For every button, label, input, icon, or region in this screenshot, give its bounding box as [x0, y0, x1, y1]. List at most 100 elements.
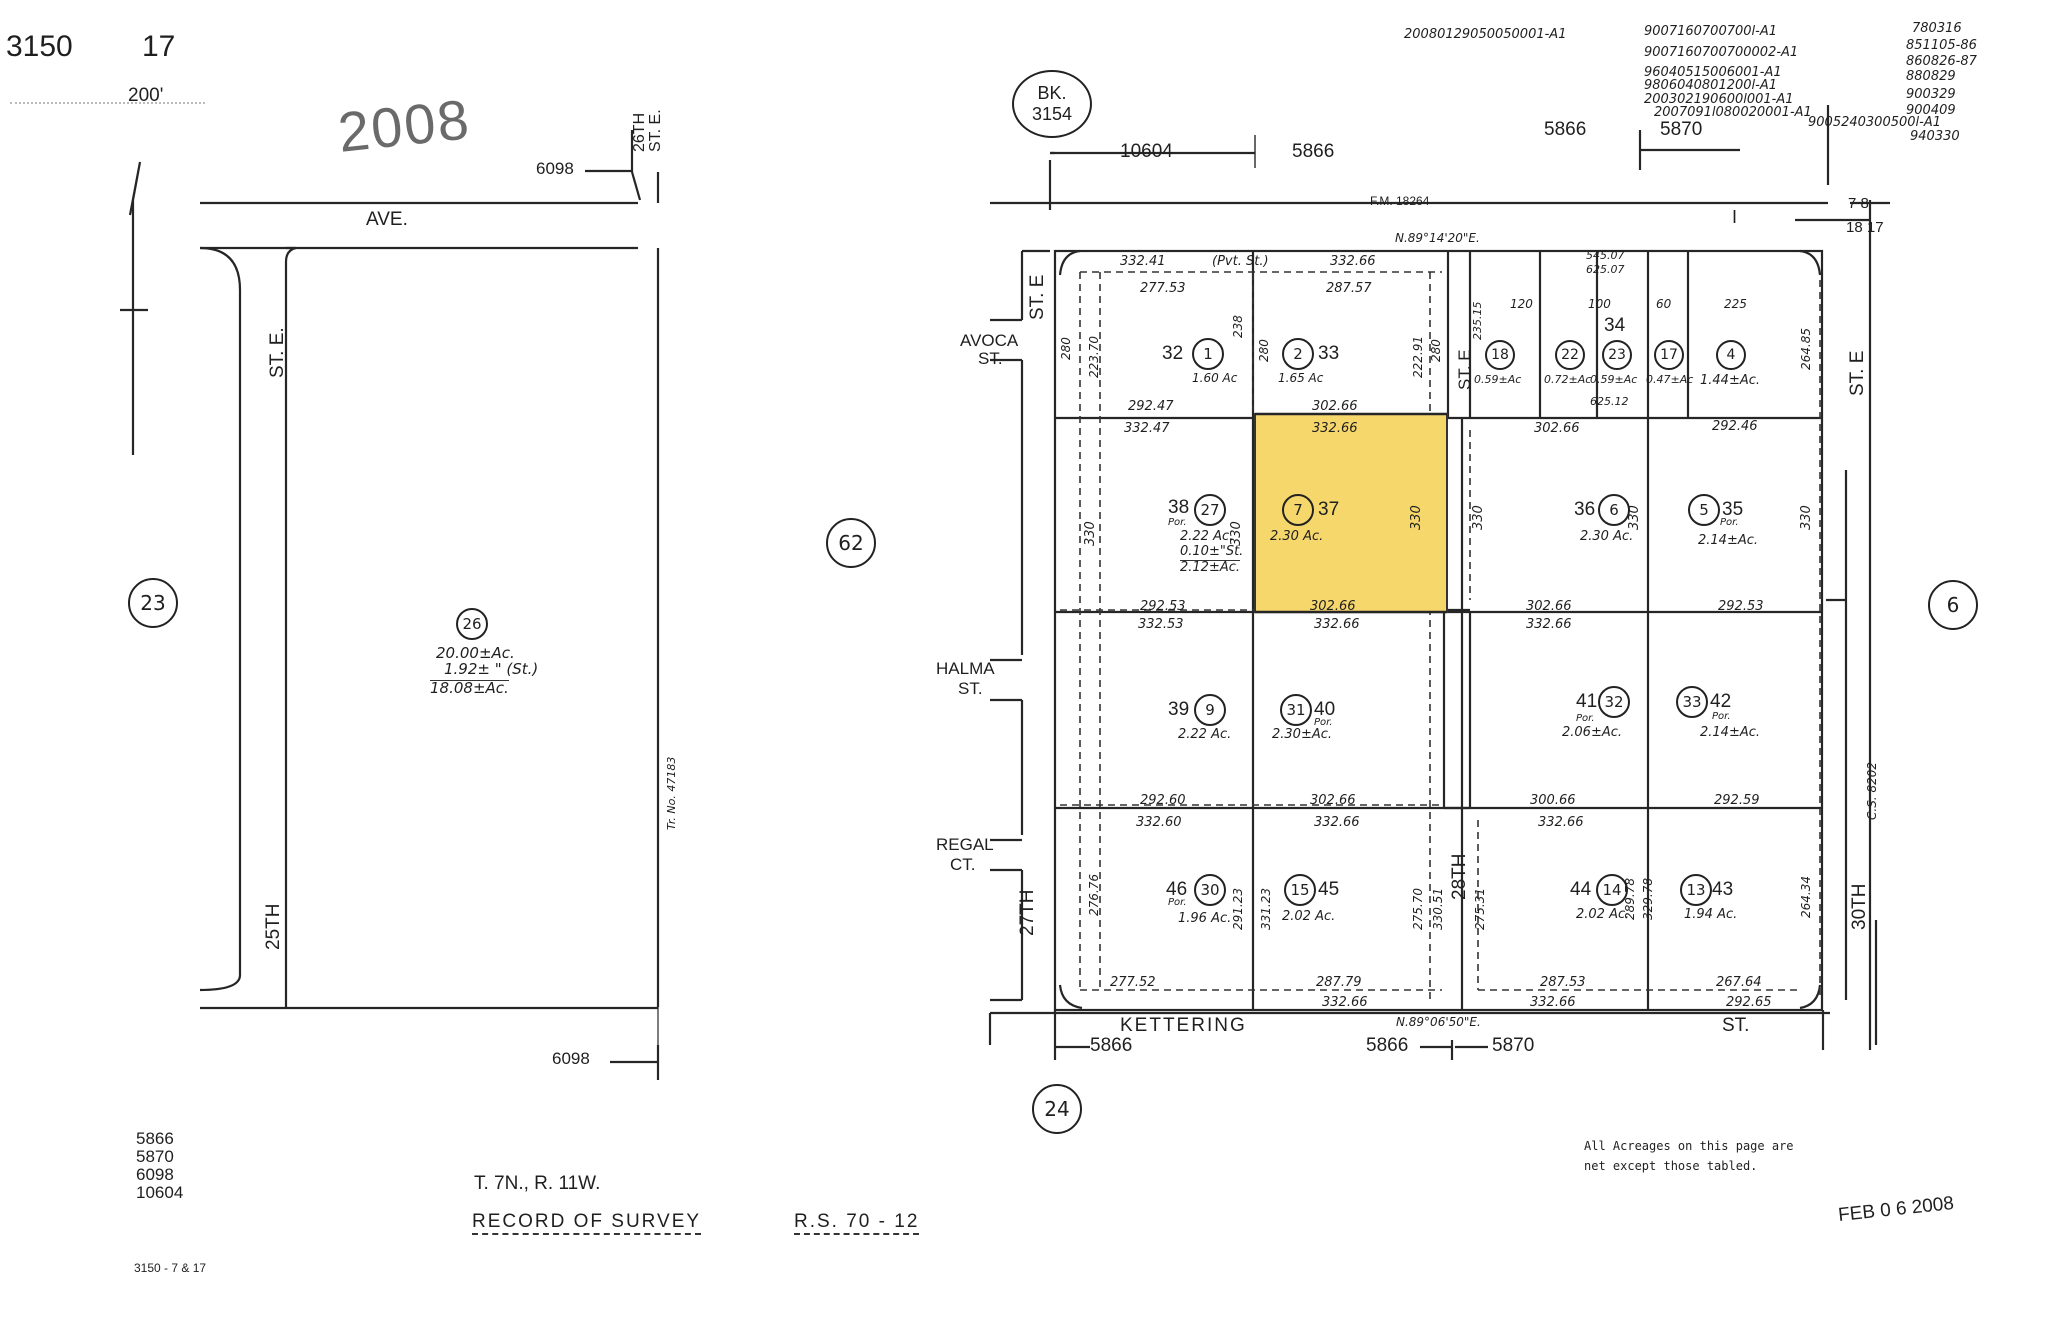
dim-r1t-2: 332.66: [1330, 254, 1376, 269]
dim-r4b-2: 287.53: [1540, 975, 1586, 990]
dim-r4t-0: 332.60: [1136, 815, 1182, 830]
parcel-30-circle[interactable]: 30: [1194, 874, 1226, 906]
lot-36: 36: [1574, 499, 1596, 520]
dim-r3b-3: 292.59: [1714, 793, 1760, 808]
page-ref-5866-bottom-left[interactable]: 5866: [1090, 1035, 1133, 1056]
map-ref-6[interactable]: 6: [1928, 580, 1978, 630]
lot-42: 42: [1710, 691, 1732, 712]
parcel-1-acres: 1.60 Ac: [1192, 371, 1238, 385]
dim-v-5: 280: [1429, 339, 1443, 362]
lot-40: 40: [1314, 699, 1336, 720]
parcel-26-circle[interactable]: 26: [456, 608, 488, 640]
lot-41: 41: [1576, 691, 1598, 712]
lot-45: 45: [1318, 879, 1340, 900]
lot-44: 44: [1570, 879, 1592, 900]
parcel-6-circle[interactable]: 6: [1598, 494, 1630, 526]
survey-reference: R.S. 70 - 12: [794, 1212, 920, 1235]
parcel-23-circle[interactable]: 23: [1602, 340, 1632, 370]
street-st-e-27: ST. E: [1455, 349, 1474, 390]
dim-r1t-1: 277.53: [1140, 281, 1186, 296]
parcel-5-id: 5: [1699, 501, 1709, 519]
parcel-33-id: 33: [1682, 693, 1702, 711]
dim-v-20: 289.78: [1623, 878, 1637, 920]
index-col2-1: 9007160700700002-A1: [1644, 45, 1799, 60]
street-25th: 25TH: [263, 903, 284, 950]
map-ref-24[interactable]: 24: [1032, 1084, 1082, 1134]
parcel-32-circle[interactable]: 32: [1598, 686, 1630, 718]
index-col2-5: 2007091l080020001-A1: [1654, 105, 1812, 120]
index-col2-0: 9007160700700l-A1: [1644, 24, 1777, 39]
street-regal: REGAL: [936, 835, 994, 854]
index-col3-1: 851105-86: [1906, 38, 1977, 53]
page-ref-6098-bottom[interactable]: 6098: [552, 1049, 590, 1068]
scale-label: 200': [128, 85, 164, 106]
dim-v-3: 280: [1257, 339, 1271, 362]
parcel-6-id: 6: [1609, 501, 1619, 519]
index-col3-7: 940330: [1910, 129, 1960, 144]
parcel-14-circle[interactable]: 14: [1596, 874, 1628, 906]
lot-37: 37: [1318, 499, 1340, 520]
map-ref-62[interactable]: 62: [826, 518, 876, 568]
dim-r1b-6: 625.12: [1590, 395, 1629, 408]
dim-r1b-2: 302.66: [1312, 399, 1358, 414]
dim-r3t-2: 332.66: [1526, 617, 1572, 632]
page-ref-10604[interactable]: 10604: [1120, 141, 1173, 162]
record-of-survey: RECORD OF SURVEY: [472, 1212, 702, 1235]
dim-r3t-0: 332.53: [1138, 617, 1184, 632]
parcel-31-circle[interactable]: 31: [1280, 694, 1312, 726]
parcel-32-acres-1: Por.: [1576, 713, 1595, 724]
bk-line2: 3154: [1031, 104, 1073, 124]
street-st-e-left: ST. E.: [267, 327, 288, 378]
parcel-26-acres-1: 20.00±Ac.: [436, 644, 515, 662]
parcel-7-circle[interactable]: 7: [1282, 494, 1314, 526]
parcel-18-circle[interactable]: 18: [1485, 340, 1515, 370]
parcel-13-acres: 1.94 Ac.: [1684, 907, 1738, 922]
page-ref-5866-right[interactable]: 5866: [1544, 119, 1587, 140]
bk-line1: BK.: [1037, 83, 1067, 103]
dim-r1t-9: 225: [1724, 297, 1747, 311]
map-ref-23[interactable]: 23: [128, 578, 178, 628]
parcel-23-id: 23: [1608, 347, 1626, 363]
dim-r1t-5: 625.07: [1586, 263, 1625, 276]
parcel-1-id: 1: [1203, 345, 1213, 363]
page-ref-5870-bottom[interactable]: 5870: [1492, 1035, 1535, 1056]
lot-46: 46: [1166, 879, 1188, 900]
street-28th: 28TH: [1449, 853, 1470, 900]
dim-r2b-3: 292.53: [1718, 599, 1764, 614]
parcel-5-circle[interactable]: 5: [1688, 494, 1720, 526]
dim-r4b-1: 287.79: [1316, 975, 1362, 990]
book-reference-circle: BK. 3154: [1012, 70, 1092, 138]
parcel-15-circle[interactable]: 15: [1284, 874, 1316, 906]
parcel-6-acres: 2.30 Ac.: [1580, 529, 1634, 544]
book-number: 3150: [6, 30, 73, 63]
parcel-7-id: 7: [1293, 501, 1303, 519]
parcel-17-acres: 0.47±Ac: [1646, 373, 1694, 386]
parcel-33-acres-1: Por.: [1712, 711, 1731, 722]
parcel-2-acres: 1.65 Ac: [1278, 371, 1324, 385]
index-col3-5: 900409: [1906, 103, 1956, 118]
parcel-7-acres: 2.30 Ac.: [1270, 529, 1324, 544]
lot-39: 39: [1168, 699, 1190, 720]
parcel-9-circle[interactable]: 9: [1194, 694, 1226, 726]
page-ref-5870-right[interactable]: 5870: [1660, 119, 1703, 140]
township: T. 7N., R. 11W.: [474, 1173, 601, 1194]
parcel-2-circle[interactable]: 2: [1282, 338, 1314, 370]
parcel-33-circle[interactable]: 33: [1676, 686, 1708, 718]
page-ref-5866-top[interactable]: 5866: [1292, 141, 1335, 162]
parcel-22-circle[interactable]: 22: [1555, 340, 1585, 370]
parcel-17-circle[interactable]: 17: [1654, 340, 1684, 370]
dim-r1b-5: 292.46: [1712, 419, 1758, 434]
parcel-13-circle[interactable]: 13: [1680, 874, 1712, 906]
page-ref-5866-bottom[interactable]: 5866: [1366, 1035, 1409, 1056]
cs-label: C.S. 8202: [1865, 762, 1879, 820]
parcel-27-circle[interactable]: 27: [1194, 494, 1226, 526]
dim-r4t-1: 332.66: [1314, 815, 1360, 830]
parcel-1-circle[interactable]: 1: [1192, 338, 1224, 370]
year-stamp: 2008: [335, 87, 474, 164]
dim-v-21: 329.78: [1641, 878, 1655, 920]
page-ref-6098-top[interactable]: 6098: [536, 159, 574, 178]
dim-r4b-3: 267.64: [1716, 975, 1762, 990]
parcel-4-circle[interactable]: 4: [1716, 340, 1746, 370]
page-number: 17: [142, 30, 176, 63]
street-halma-st: ST.: [958, 679, 983, 698]
